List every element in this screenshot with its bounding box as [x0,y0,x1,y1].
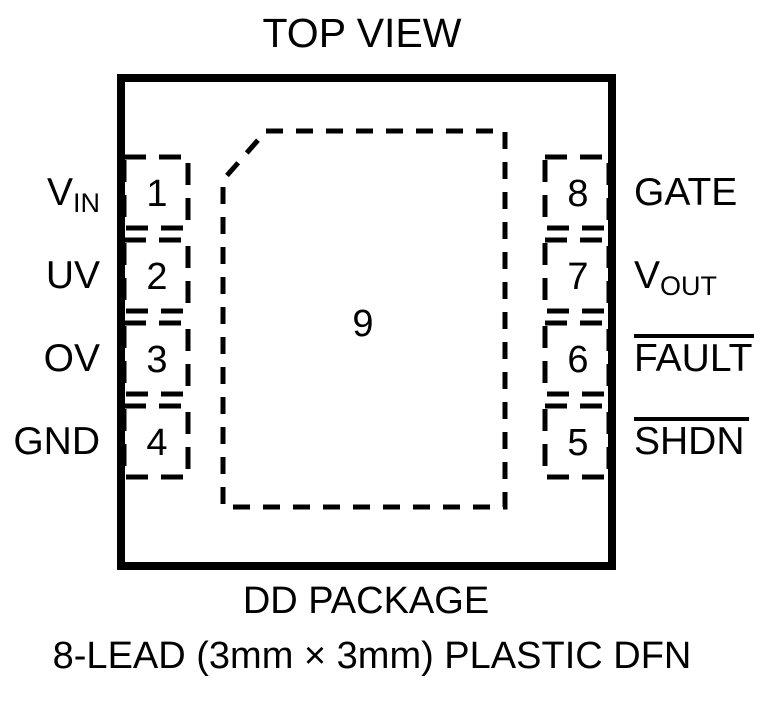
pin-6-label: FAULT [634,337,752,380]
pin-1-label: VIN [47,171,100,218]
pin-5-number: 5 [567,422,588,464]
pin-1-number: 1 [146,173,167,215]
pin-3[interactable]: 3 OV [44,320,191,397]
pin-6[interactable]: 6 FAULT [542,320,754,397]
pin-2-number: 2 [146,256,167,298]
pin-3-number: 3 [146,339,167,381]
pin-2[interactable]: 2 UV [46,237,191,314]
pin-4-number: 4 [146,422,167,464]
caption-package-name: DD PACKAGE [243,580,489,622]
pin-2-label: UV [46,254,100,297]
pin-7[interactable]: 7 VOUT [542,237,717,314]
pin-1-label-main: V [47,171,73,214]
pin-3-label: OV [44,337,100,380]
pin-5[interactable]: 5 SHDN [542,403,749,480]
pin-1[interactable]: 1 VIN [47,154,191,231]
pin-1-label-sub: IN [73,188,100,218]
pin-8[interactable]: 8 GATE [542,154,737,231]
pin-8-label: GATE [634,171,737,214]
pin-4-label: GND [13,420,100,463]
pin-5-label: SHDN [634,420,745,463]
pin-6-number: 6 [567,339,588,381]
pin-4[interactable]: 4 GND [13,403,191,480]
pin-7-number: 7 [567,256,588,298]
package-body-outline [117,74,616,570]
diagram-title: TOP VIEW [263,10,462,56]
exposed-pad-outline [220,128,508,510]
pin-7-label-sub: OUT [660,271,717,301]
pin-7-label-main: V [634,254,660,297]
pin-8-number: 8 [567,173,588,215]
pin-7-label: VOUT [634,254,717,301]
exposed-pad-number: 9 [352,303,373,345]
caption-package-detail: 8-LEAD (3mm × 3mm) PLASTIC DFN [53,635,692,677]
